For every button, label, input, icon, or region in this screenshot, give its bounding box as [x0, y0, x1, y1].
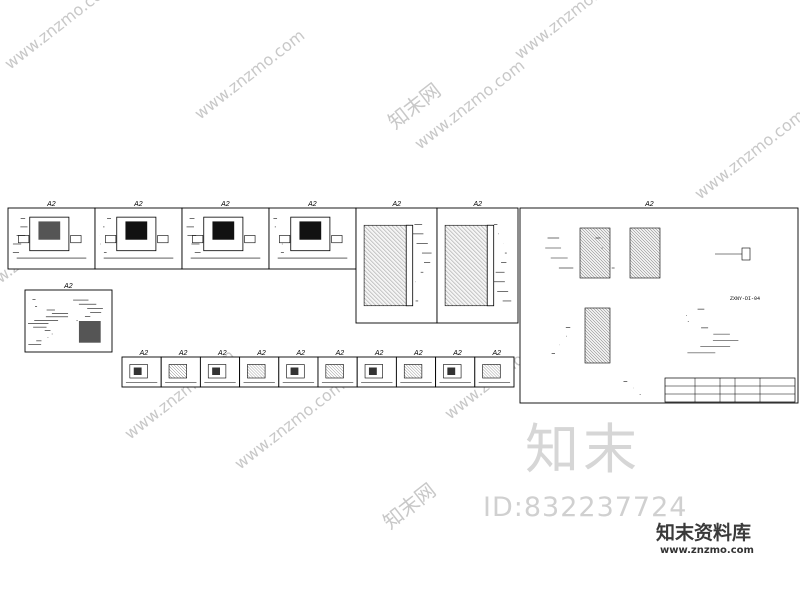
- drawing-sheet: A2: [94, 201, 183, 270]
- drawing-sheet: A2: [317, 350, 358, 388]
- drawing-sheet: A2: [7, 201, 96, 270]
- drawing-sheet: A2: [356, 350, 397, 388]
- drawing-sheet: A2: [239, 350, 280, 388]
- drawing-sheet: A2: [199, 350, 241, 388]
- sheet-border: [317, 356, 358, 388]
- drawing-sheet: A2: [355, 201, 438, 324]
- title-block: [664, 377, 796, 403]
- site-url-watermark: www.znzmo.com: [511, 0, 628, 63]
- drawing-sheet: A2: [121, 350, 162, 388]
- sheet-scale-label: A2: [307, 201, 317, 208]
- drawing-sheet: A2: [181, 201, 270, 270]
- sheet-scale-label: A2: [413, 350, 423, 357]
- sheet-scale-label: A2: [256, 350, 266, 357]
- drawing-sheet: A2: [24, 283, 113, 353]
- site-logo: 知末资料库 www.znzmo.com: [656, 518, 796, 556]
- drawing-sheet: A2: [268, 201, 357, 270]
- site-url-watermark: www.znzmo.com: [691, 106, 800, 204]
- site-url-watermark: www.znzmo.com: [231, 376, 348, 474]
- sheet-scale-label: A2: [335, 350, 345, 357]
- title-block-text: ZXNY-DI-04: [730, 296, 760, 302]
- logo-url: www.znzmo.com: [660, 545, 754, 556]
- drawing-sheet: A2: [278, 350, 319, 388]
- sheet-scale-label: A2: [644, 201, 654, 208]
- sheet-scale-label: A2: [295, 350, 305, 357]
- sheet-scale-label: A2: [391, 201, 401, 208]
- big-watermark: 知末: [525, 418, 641, 481]
- sheet-scale-label: A2: [133, 201, 143, 208]
- sheet-scale-label: A2: [472, 201, 482, 208]
- site-url-watermark: www.znzmo.com: [191, 26, 308, 124]
- sheet-border: [356, 356, 397, 388]
- drawing-sheet: A2: [435, 350, 476, 388]
- id-watermark: ID:832237724: [483, 492, 688, 523]
- sheet-scale-label: A2: [217, 350, 227, 357]
- site-url-watermark: www.znzmo.com: [1, 0, 118, 73]
- drawing-sheet: A2: [474, 350, 515, 388]
- logo-name: 知末资料库: [656, 522, 752, 544]
- sheet-scale-label: A2: [139, 350, 149, 357]
- drawing-sheet: A2: [436, 201, 519, 324]
- sheet-scale-label: A2: [63, 283, 73, 290]
- site-name-watermark: 知末网: [378, 478, 440, 534]
- sheet-scale-label: A2: [491, 350, 501, 357]
- sheet-scale-label: A2: [452, 350, 462, 357]
- drawing-sheet: A2: [395, 350, 437, 388]
- sheet-scale-label: A2: [178, 350, 188, 357]
- sheet-border: [474, 356, 515, 388]
- sheet-scale-label: A2: [220, 201, 230, 208]
- sheet-border: [395, 356, 437, 388]
- sheet-scale-label: A2: [374, 350, 384, 357]
- drawing-sheet: A2: [160, 350, 201, 388]
- sheet-scale-label: A2: [46, 201, 56, 208]
